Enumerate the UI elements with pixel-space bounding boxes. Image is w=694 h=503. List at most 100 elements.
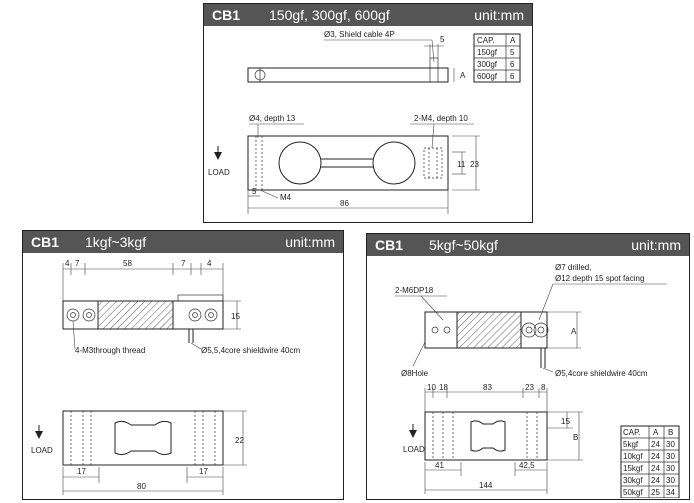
- hole-depth-label: Ø4, depth 13: [249, 114, 296, 123]
- title-bar-left: CB1 1kgf~3kgf unit:mm: [23, 231, 343, 253]
- capacity-range: 5kgf~50kgf: [429, 237, 498, 253]
- model-name: CB1: [375, 237, 404, 253]
- dim-4b-label: 4: [207, 259, 212, 268]
- cable-outlet: [429, 57, 439, 83]
- table-header-cap: CAP.: [623, 428, 641, 437]
- dim-15-label: 15: [561, 417, 570, 426]
- table-cell: 10kgf: [623, 452, 643, 461]
- dim-23-label: 23: [470, 160, 479, 169]
- cutout-left: [278, 141, 322, 185]
- dim-23-label: 23: [525, 383, 534, 392]
- dim-58-label: 58: [123, 259, 132, 268]
- dim-10-label: 10: [427, 383, 436, 392]
- dim-41-label: 41: [435, 461, 444, 470]
- table-cell: 30kgf: [623, 476, 643, 485]
- m6-label: 2-M6DP18: [395, 286, 434, 295]
- table-cell: 24: [651, 452, 660, 461]
- dim-7a-label: 7: [75, 259, 80, 268]
- plan-view-body: [247, 135, 449, 191]
- dim-17b-label: 17: [199, 467, 208, 476]
- table-header-a: A: [510, 36, 516, 45]
- table-cell: 30: [666, 440, 675, 449]
- wire-label: Ø5,4core shieldwire 40cm: [555, 369, 648, 378]
- dim-8-label: 8: [541, 383, 546, 392]
- table-cell: 150gf: [477, 48, 498, 57]
- load-label: LOAD: [403, 445, 425, 454]
- top-drawing: 5 Ø3, Shield cable 4P A CAP. A 150gf 5 3…: [208, 30, 521, 214]
- table-header-b: B: [668, 428, 673, 437]
- title-bar-right: CB1 5kgf~50kgf unit:mm: [367, 234, 689, 256]
- title-bar-top: CB1 150gf, 300gf, 600gf unit:mm: [204, 4, 532, 26]
- dim-5b-label: 5: [252, 187, 257, 196]
- capacity-range: 1kgf~3kgf: [85, 234, 147, 250]
- panel-right: CB1 5kgf~50kgf unit:mm Ø7 drilled, Ø12 d…: [366, 233, 690, 500]
- plan-view-body: [424, 411, 548, 461]
- dim-80-label: 80: [137, 482, 146, 491]
- dim-425-label: 42,5: [519, 461, 535, 470]
- dim-86-label: 86: [340, 199, 349, 208]
- model-name: CB1: [212, 7, 241, 23]
- table-cell: 25: [651, 488, 660, 497]
- table-header-a: A: [653, 428, 659, 437]
- spot-facing-label: Ø12 depth 15 spot facing: [555, 274, 644, 283]
- right-drawing: Ø7 drilled, Ø12 depth 15 spot facing 2-M…: [395, 263, 680, 498]
- table-cell: 50kgf: [623, 488, 643, 497]
- panel-left: CB1 1kgf~3kgf unit:mm 4 7 58 7 4 15 4-M3…: [22, 230, 344, 500]
- strain-gauge-area: [97, 300, 174, 330]
- left-drawing: 4 7 58 7 4 15 4-M3through thread Ø5,5,4c…: [31, 259, 300, 495]
- dim-5-label: 5: [440, 35, 445, 44]
- table-cell: 6: [510, 60, 515, 69]
- table-cell: 5: [510, 48, 515, 57]
- dim-83-label: 83: [483, 383, 492, 392]
- table-cell: 30: [666, 476, 675, 485]
- dim-15-label: 15: [231, 312, 240, 321]
- table-cell: 600gf: [477, 72, 498, 81]
- dim-22-label: 22: [235, 436, 244, 445]
- thread-label: 2-M4, depth 10: [414, 114, 468, 123]
- dim-7b-label: 7: [181, 259, 186, 268]
- dim-11-label: 11: [457, 160, 466, 169]
- side-view-body: [247, 67, 449, 83]
- load-label: LOAD: [31, 446, 53, 455]
- table-cell: 300gf: [477, 60, 498, 69]
- dim-A-label: A: [460, 71, 466, 80]
- unit-label: unit:mm: [474, 7, 524, 23]
- load-label: LOAD: [208, 168, 230, 177]
- dim-4a-label: 4: [65, 259, 70, 268]
- table-cell: 24: [651, 464, 660, 473]
- table-cell: 24: [651, 476, 660, 485]
- capacity-table: CAP. A 150gf 5 300gf 6 600gf 6: [473, 33, 521, 83]
- table-cell: 5kgf: [623, 440, 639, 449]
- table-cell: 34: [666, 488, 675, 497]
- drilled-label: Ø7 drilled,: [555, 263, 591, 272]
- load-arrow-icon: [35, 431, 43, 439]
- dim-17a-label: 17: [77, 467, 86, 476]
- m4-label: M4: [280, 193, 292, 202]
- dim-144-label: 144: [479, 481, 493, 490]
- model-name: CB1: [31, 234, 60, 250]
- panel-top: CB1 150gf, 300gf, 600gf unit:mm 5 Ø3, Sh…: [203, 3, 533, 223]
- plan-view-body: [62, 410, 224, 466]
- capacity-table: CAP. A B 5kgf 24 30 10kgf 24 30 15kgf 24…: [620, 425, 680, 498]
- table-cell: 30: [666, 452, 675, 461]
- dim-A-label: A: [571, 327, 577, 336]
- capacity-range: 150gf, 300gf, 600gf: [269, 7, 390, 23]
- bone-cutout: [470, 420, 506, 452]
- table-cell: 24: [651, 440, 660, 449]
- strain-gauge-area: [456, 311, 522, 349]
- wire-label: Ø5,5,4core shieldwire 40cm: [201, 346, 300, 355]
- dim-18-label: 18: [439, 383, 448, 392]
- thread-label: 4-M3through thread: [75, 346, 145, 355]
- unit-label: unit:mm: [631, 237, 681, 253]
- bone-cutout: [114, 420, 172, 456]
- table-header-cap: CAP.: [477, 36, 495, 45]
- table-cell: 30: [666, 464, 675, 473]
- dim-B-label: B: [573, 433, 578, 442]
- load-arrow-icon: [409, 430, 417, 438]
- cutout-right: [372, 141, 416, 185]
- load-arrow-icon: [214, 152, 222, 160]
- table-cell: 15kgf: [623, 464, 643, 473]
- hole8-label: Ø8Hole: [401, 369, 429, 378]
- unit-label: unit:mm: [285, 234, 335, 250]
- table-cell: 6: [510, 72, 515, 81]
